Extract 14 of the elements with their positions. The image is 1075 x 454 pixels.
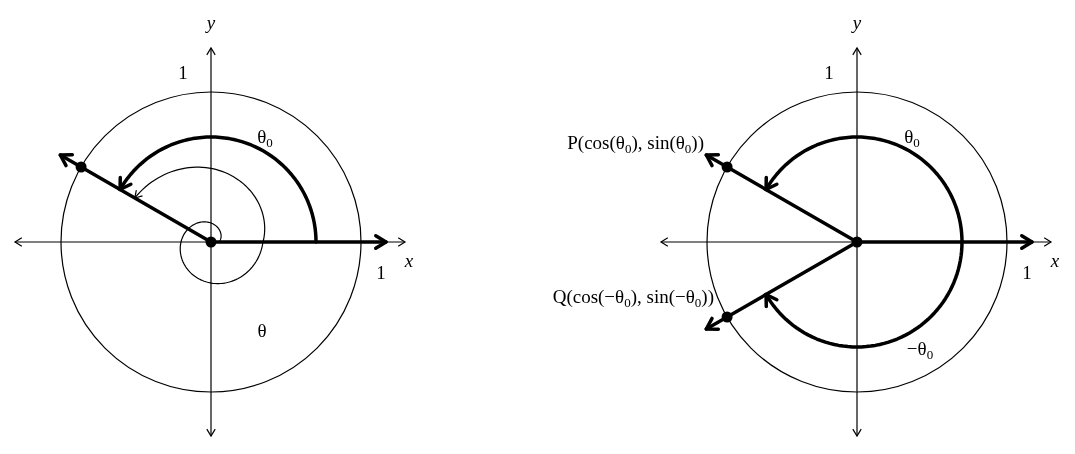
axis-label: y (852, 12, 862, 32)
math-label: θ$_{0}$ (257, 126, 273, 146)
math-label: θ$_{0}$ (904, 126, 920, 146)
math-label: 1 (1022, 262, 1032, 282)
math-label: P(cos(θ$_{0}$), sin(θ$_{0}$)) (567, 132, 704, 152)
math-label: −θ$_{0}$ (906, 338, 934, 358)
math-label: Q(cos(−θ$_{0}$), sin(−θ$_{0}$)) (552, 286, 714, 306)
axis-label: x (1050, 250, 1060, 270)
axis-label: y (206, 12, 216, 32)
axis-label: x (404, 250, 414, 270)
math-label: 1 (376, 262, 386, 282)
math-label: 1 (824, 62, 834, 82)
math-label: θ (257, 320, 267, 340)
math-label: 1 (178, 62, 188, 82)
